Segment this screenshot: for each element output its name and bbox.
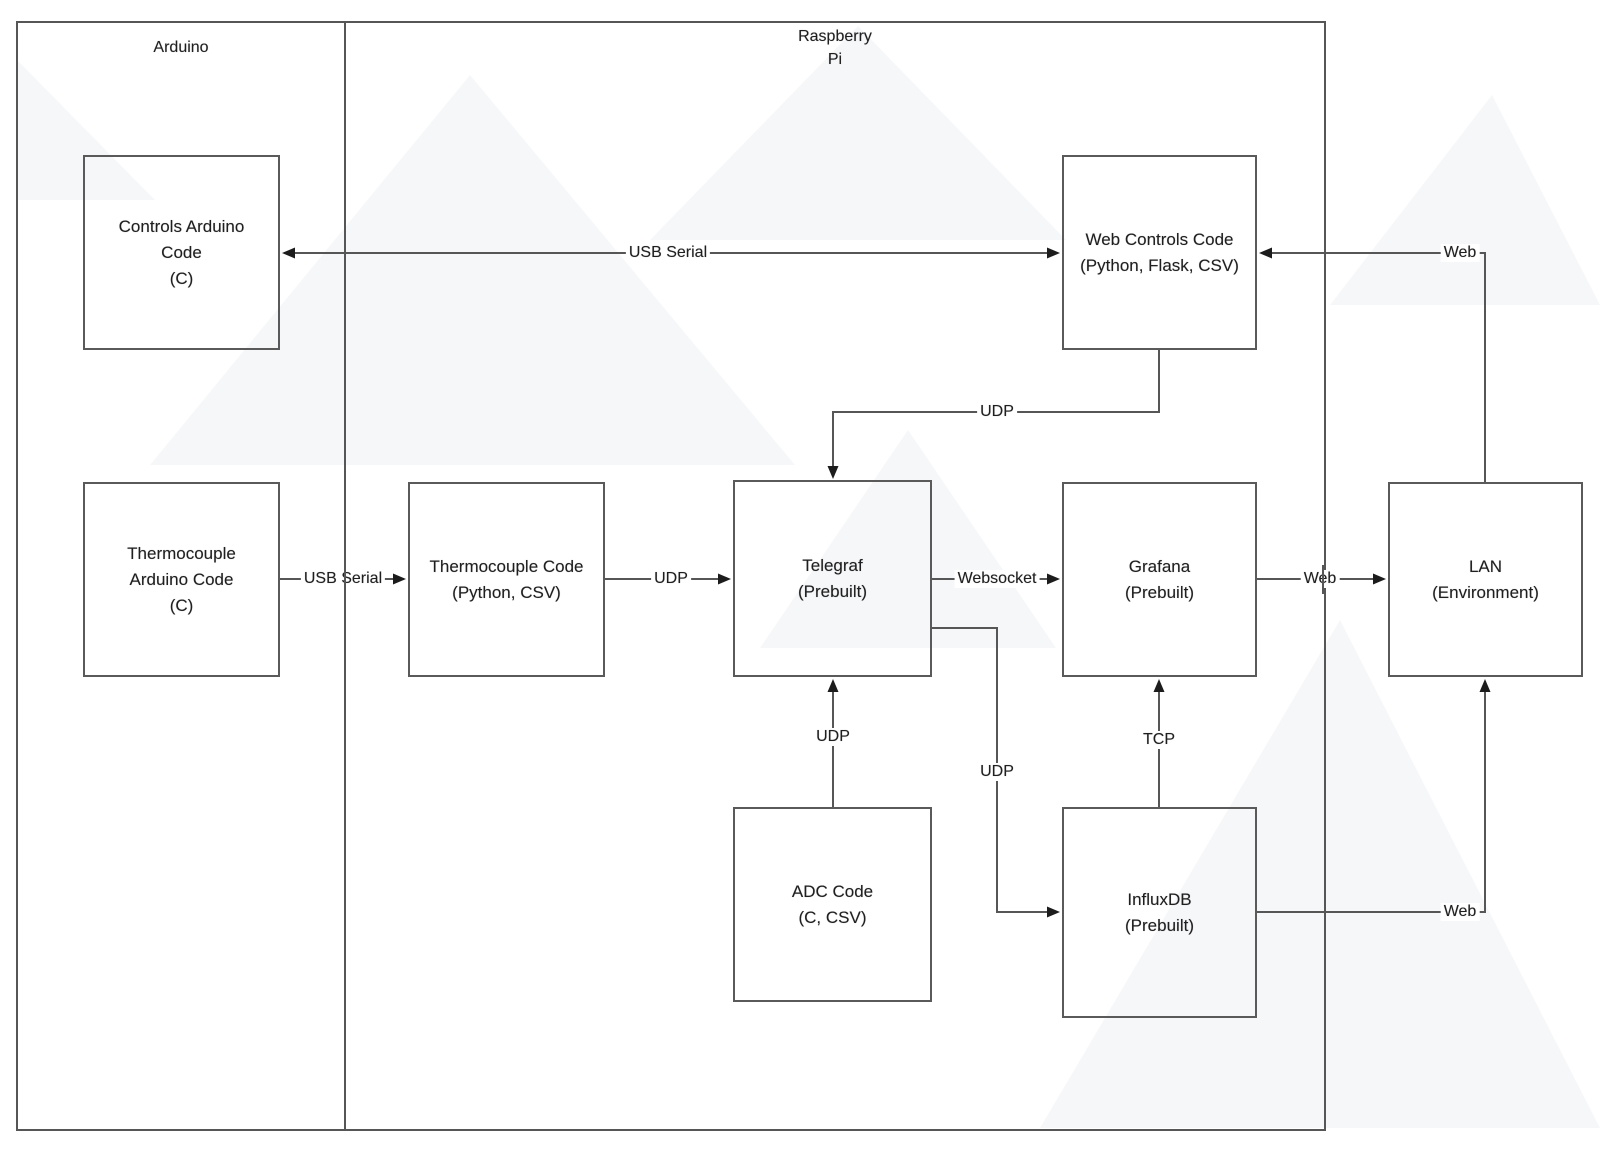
watermark-triangle [1040,620,1600,1128]
arrowhead-left [282,247,295,259]
node-controls-arduino-code: Controls Arduino Code (C) [83,155,280,350]
node-thermocouple-arduino-code: Thermocouple Arduino Code (C) [83,482,280,677]
edge-label-udp-adc-telegraf: UDP [813,728,853,746]
watermark-triangle [650,26,1066,240]
node-influxdb-label: InfluxDB (Prebuilt) [1125,889,1194,935]
arrowhead-up [827,679,839,692]
edge-web-influxdb-lan [1257,692,1486,913]
container-raspberry-pi-label: Raspberry Pi [798,28,872,68]
arrowhead-left [1259,247,1272,259]
arrowhead-right [1373,573,1386,585]
node-grafana: Grafana (Prebuilt) [1062,482,1257,677]
node-thermocouple-code: Thermocouple Code (Python, CSV) [408,482,605,677]
arrowhead-up [1153,679,1165,692]
watermark-triangle [17,60,155,200]
edge-label-udp-telegraf-influxdb: UDP [977,763,1017,781]
container-border-segment [1322,565,1324,594]
edge-label-usb-serial-top: USB Serial [625,244,711,262]
edge-label-web-lan-webcontrols: Web [1440,244,1480,262]
container-arduino-label: Arduino [153,39,209,56]
watermark-triangle [760,430,1056,648]
arrowhead-right [1047,573,1060,585]
node-web-controls-code-label: Web Controls Code (Python, Flask, CSV) [1080,229,1239,275]
node-adc-code: ADC Code (C, CSV) [733,807,932,1002]
arrowhead-down [827,466,839,479]
container-border-segment [344,565,346,594]
node-lan-label: LAN (Environment) [1432,556,1539,602]
edge-label-websocket: Websocket [954,570,1040,588]
arrowhead-right [1047,906,1060,918]
edge-label-udp-mid: UDP [651,570,691,588]
node-lan: LAN (Environment) [1388,482,1583,677]
arrowhead-right [1047,247,1060,259]
node-grafana-label: Grafana (Prebuilt) [1125,556,1194,602]
node-telegraf-label: Telegraf (Prebuilt) [798,555,867,601]
arrowhead-up [1479,679,1491,692]
node-adc-code-label: ADC Code (C, CSV) [791,881,874,927]
watermark-triangle [1330,95,1600,305]
node-controls-arduino-code-label: Controls Arduino Code (C) [118,216,245,288]
edge-label-web-influxdb-lan: Web [1440,903,1480,921]
node-thermocouple-code-label: Thermocouple Code (Python, CSV) [429,556,584,602]
edge-label-web-mid: Web [1300,570,1340,588]
watermark-triangle [150,75,795,465]
edge-label-usb-serial-mid: USB Serial [300,570,386,588]
edge-label-udp-webcontrols-telegraf: UDP [977,403,1017,421]
node-web-controls-code: Web Controls Code (Python, Flask, CSV) [1062,155,1257,350]
node-thermocouple-arduino-code-label: Thermocouple Arduino Code (C) [127,543,236,615]
node-influxdb: InfluxDB (Prebuilt) [1062,807,1257,1018]
node-telegraf: Telegraf (Prebuilt) [733,480,932,677]
edge-web-lan-webcontrols [1272,252,1486,482]
arrowhead-right [718,573,731,585]
arrowhead-right [393,573,406,585]
edge-label-tcp-influxdb-grafana: TCP [1140,731,1178,749]
